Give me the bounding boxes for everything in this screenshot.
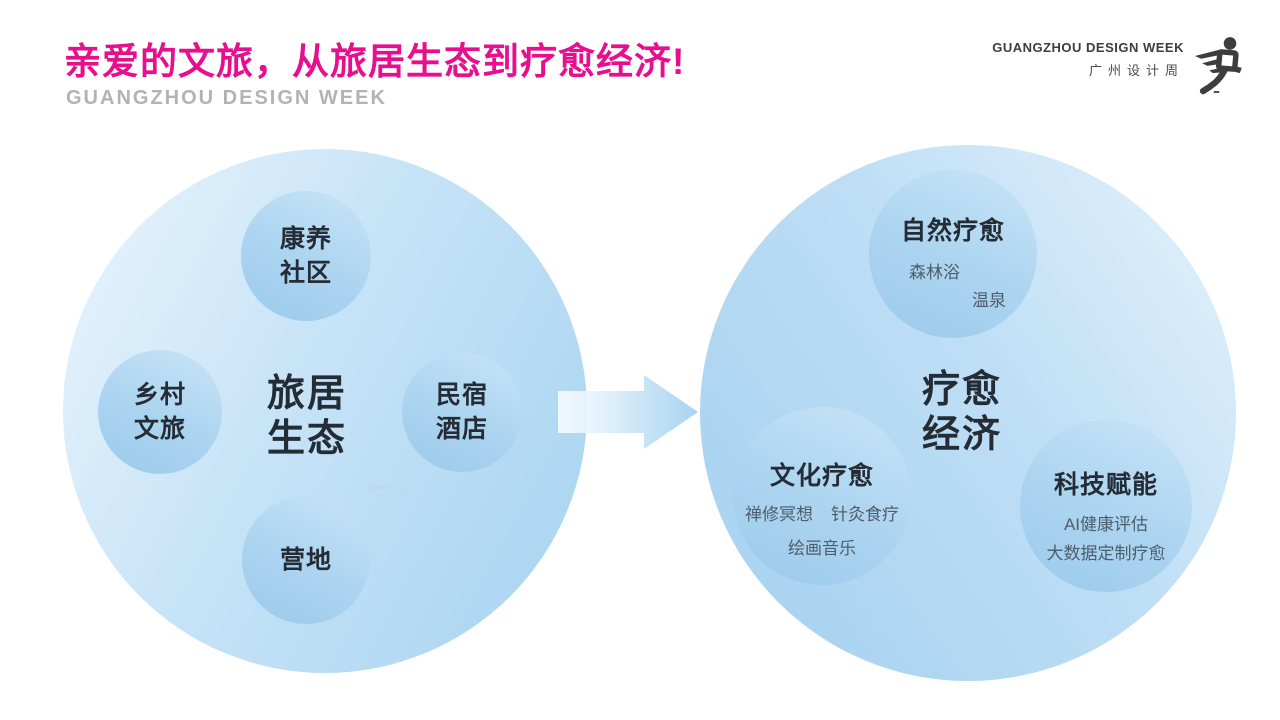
satellite-title: 科技赋能 xyxy=(1053,471,1158,499)
satellite-item-row: 禅修冥想 针灸食疗 xyxy=(733,500,911,525)
gdw-logo: GUANGZHOU DESIGN WEEK 广州设计周 xyxy=(992,34,1248,96)
satellite-item: 禅修冥想 xyxy=(745,505,813,524)
satellite-item: 森林浴 xyxy=(909,263,960,282)
satellite-label-line: 康养 xyxy=(279,225,332,253)
transition-arrow-icon xyxy=(558,375,698,449)
satellite-label-line: 文旅 xyxy=(133,415,186,443)
right-cluster-title-line: 经济 xyxy=(921,414,1002,456)
page-subtitle: GUANGZHOU DESIGN WEEK xyxy=(66,87,387,109)
satellite-item-row: 绘画音乐 xyxy=(733,534,911,559)
satellite-label-line: 酒店 xyxy=(435,415,488,443)
satellite-rural-tourism: 乡村 文旅 xyxy=(98,350,222,474)
left-cluster-title-line: 旅居 xyxy=(266,373,347,415)
faint-divider-line xyxy=(363,487,407,489)
gdw-logo-name-en: GUANGZHOU DESIGN WEEK xyxy=(992,40,1184,55)
satellite-natural-healing: 自然疗愈 森林浴 温泉 xyxy=(869,170,1037,338)
satellite-label-line: 社区 xyxy=(279,259,332,287)
satellite-item: 大数据定制疗愈 xyxy=(1046,544,1166,563)
satellite-item: 针灸食疗 xyxy=(831,505,899,524)
satellite-item: 温泉 xyxy=(972,291,1006,310)
satellite-label-line: 民宿 xyxy=(435,381,488,409)
satellite-homestay-hotel: 民宿 酒店 xyxy=(402,352,522,472)
right-cluster-title-line: 疗愈 xyxy=(921,369,1002,411)
satellite-item: 绘画音乐 xyxy=(788,539,856,558)
satellite-title: 自然疗愈 xyxy=(900,217,1005,245)
satellite-title: 文化疗愈 xyxy=(769,462,874,490)
gdw-logo-icon xyxy=(1194,37,1242,95)
satellite-item-row: AI健康评估 xyxy=(1020,510,1192,535)
satellite-label-line: 乡村 xyxy=(133,381,186,409)
satellite-cultural-healing: 文化疗愈 禅修冥想 针灸食疗 绘画音乐 xyxy=(733,407,911,585)
satellite-label: 民宿 酒店 xyxy=(436,378,488,446)
satellite-label-line: 营地 xyxy=(279,546,332,574)
satellite-label: 营地 xyxy=(280,543,332,577)
satellite-item: AI健康评估 xyxy=(1063,515,1149,534)
satellite-label: 康养 社区 xyxy=(280,222,332,290)
gdw-logo-text: GUANGZHOU DESIGN WEEK 广州设计周 xyxy=(992,34,1184,79)
satellite-tech-empowerment: 科技赋能 AI健康评估 大数据定制疗愈 xyxy=(1020,420,1192,592)
right-cluster-title: 疗愈 经济 xyxy=(877,368,1047,458)
gdw-logo-name-zh: 广州设计周 xyxy=(1088,63,1184,78)
satellite-label: 乡村 文旅 xyxy=(134,378,186,446)
satellite-camp: 营地 xyxy=(242,496,370,624)
page-title: 亲爱的文旅，从旅居生态到疗愈经济! xyxy=(64,41,686,82)
satellite-item-row: 大数据定制疗愈 xyxy=(1020,539,1192,564)
left-cluster-title: 旅居 生态 xyxy=(222,372,392,462)
left-cluster-title-line: 生态 xyxy=(266,418,347,460)
satellite-wellness-community: 康养 社区 xyxy=(241,191,371,321)
